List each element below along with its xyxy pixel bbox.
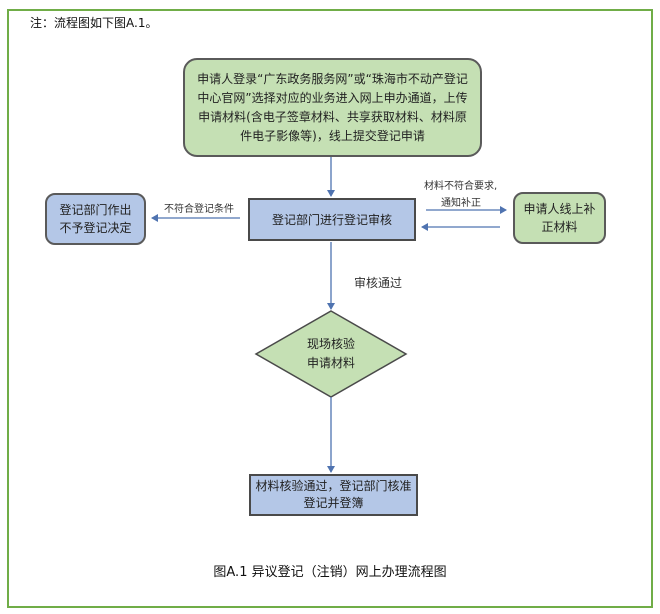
supplement-edge-label-line1: 材料不符合要求, [424, 181, 498, 192]
note-text: 注：流程图如下图A.1。 [30, 16, 158, 30]
reject-node: 登记部门作出 不予登记决定 [45, 193, 146, 245]
inspect-node-line2: 申请材料 [306, 356, 355, 370]
inspect-node-line1: 现场核验 [306, 337, 355, 351]
inspect-node-text: 现场核验 申请材料 [256, 311, 406, 397]
supplement-node-line2: 正材料 [541, 220, 578, 234]
figure-caption: 图A.1 异议登记（注销）网上办理流程图 [213, 565, 447, 580]
review-node: 登记部门进行登记审核 [248, 198, 416, 241]
start-node: 申请人登录“广东政务服务网”或“珠海市不动产登记中心官网”选择对应的业务进入网上… [183, 58, 482, 157]
approve-node-line1: 材料核验通过，登记部门核准 [255, 479, 412, 493]
pass-edge-label: 审核通过 [354, 276, 403, 290]
supplement-edge-label-line2: 通知补正 [441, 198, 481, 209]
figure-frame [7, 9, 653, 608]
approve-node-line2: 登记并登簿 [303, 496, 364, 510]
start-node-text: 申请人登录“广东政务服务网”或“珠海市不动产登记中心官网”选择对应的业务进入网上… [197, 71, 468, 143]
reject-node-line2: 不予登记决定 [59, 221, 132, 235]
supplement-node: 申请人线上补 正材料 [513, 192, 606, 244]
review-node-text: 登记部门进行登记审核 [271, 212, 392, 227]
approve-node: 材料核验通过，登记部门核准 登记并登簿 [249, 474, 418, 516]
reject-node-line1: 登记部门作出 [59, 203, 132, 217]
supplement-node-line1: 申请人线上补 [523, 202, 596, 216]
reject-edge-label: 不符合登记条件 [164, 204, 234, 215]
